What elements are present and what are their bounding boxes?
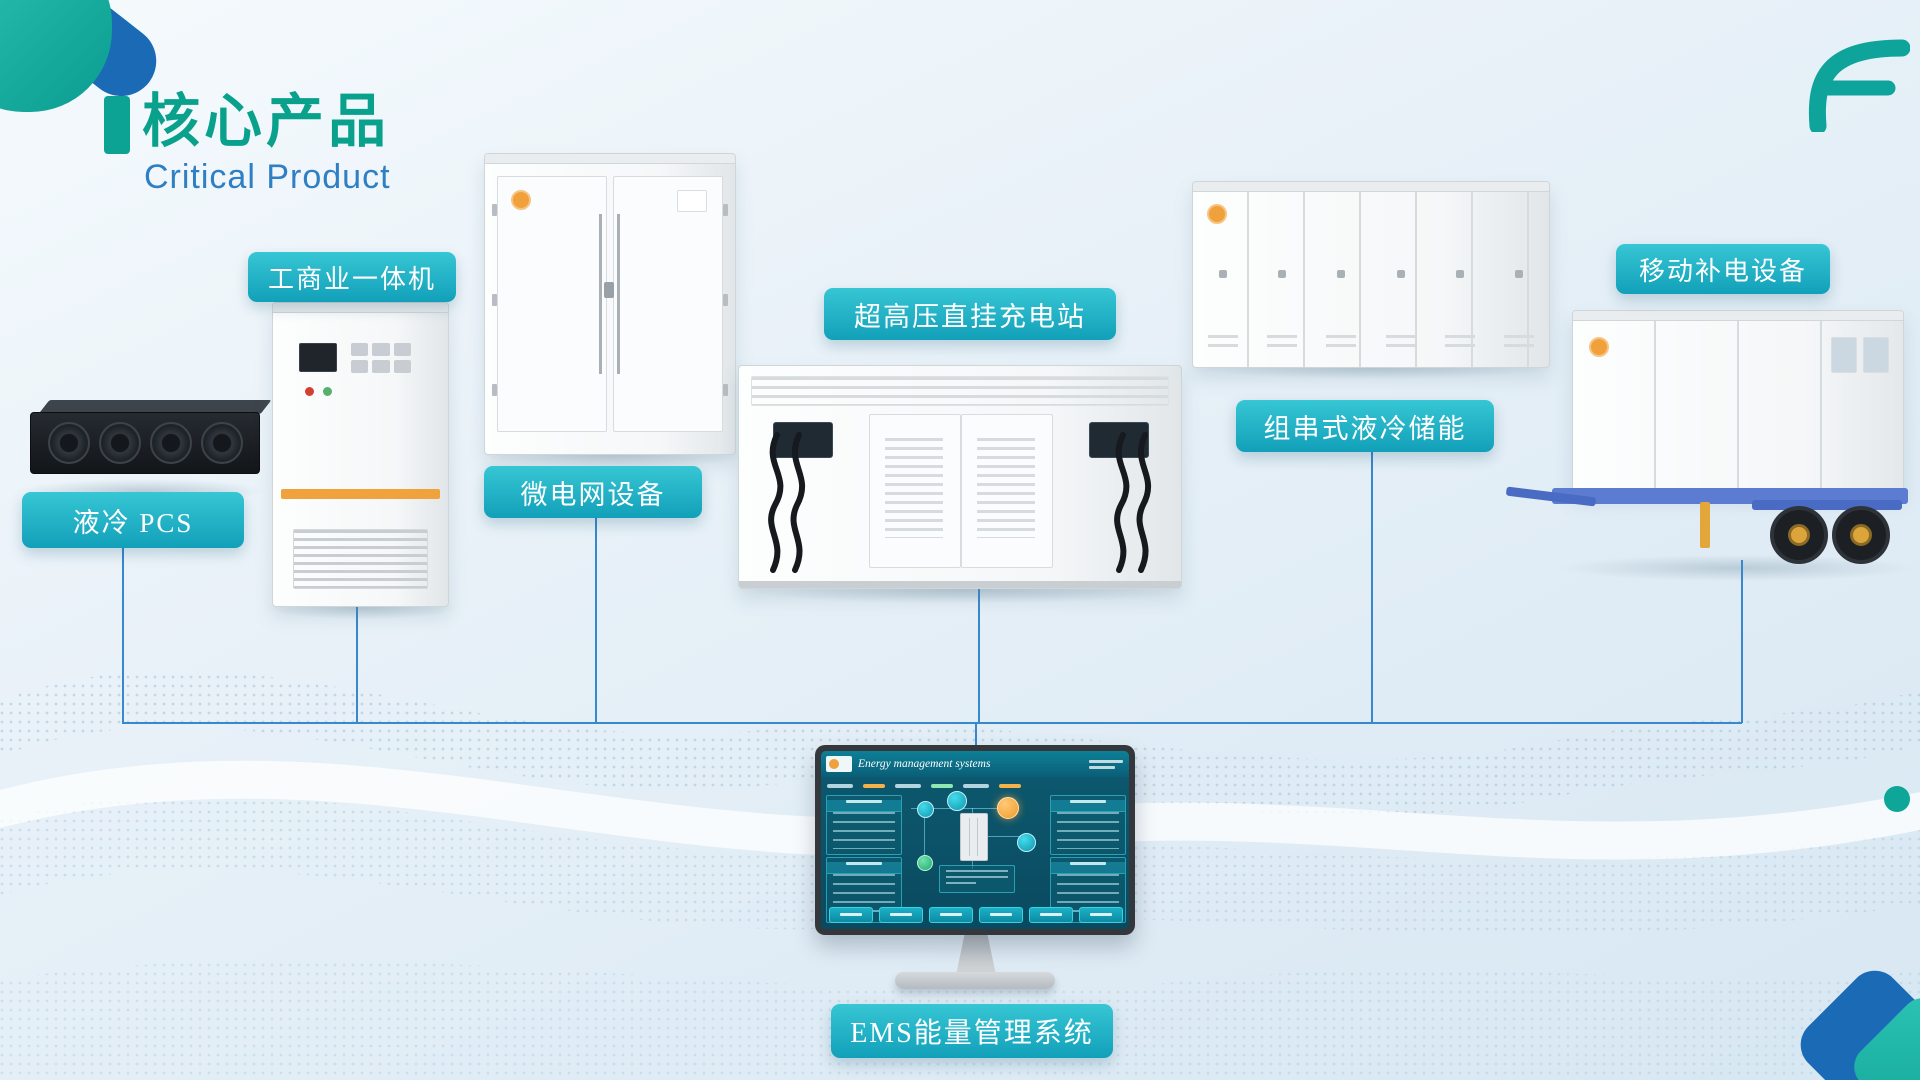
trailer-wheel <box>1832 506 1890 564</box>
hinge-icon <box>492 294 497 306</box>
connector-line <box>1371 452 1373 723</box>
fan-icon <box>47 422 90 464</box>
hinge-icon <box>723 204 728 216</box>
ems-monitor: Energy management systems <box>815 745 1135 935</box>
ems-converter-panel <box>939 865 1015 893</box>
door-louver <box>885 438 943 538</box>
company-logo-icon <box>1808 39 1910 132</box>
ems-logo-icon <box>826 756 852 772</box>
door-louver <box>977 438 1035 538</box>
ems-button <box>829 907 873 923</box>
ems-panel-left-top <box>826 795 902 855</box>
container-window <box>1831 337 1857 373</box>
status-led-red <box>305 387 314 396</box>
connector-bus-line <box>122 722 1742 724</box>
label-sticker <box>677 190 707 212</box>
container-roof-rail <box>485 154 735 164</box>
grid-node-icon <box>947 791 967 811</box>
ems-screen-title: Energy management systems <box>858 758 991 770</box>
roof-vent-band <box>751 376 1169 406</box>
energy-node-icon <box>997 797 1019 819</box>
product-liquid-cooling-pcs <box>30 398 272 490</box>
hinge-icon <box>723 384 728 396</box>
label-microgrid: 微电网设备 <box>484 466 702 518</box>
product-charging-station <box>738 365 1182 589</box>
connector-line <box>356 605 358 723</box>
container-roof-rail <box>1573 311 1903 321</box>
cabinet-display <box>299 343 337 372</box>
fan-icon <box>149 422 192 464</box>
product-mobile-power-container <box>1572 310 1904 492</box>
charging-cable-icon <box>768 432 806 573</box>
station-skid <box>739 581 1181 588</box>
label-charging-station: 超高压直挂充电站 <box>824 288 1116 340</box>
cabinet-top <box>273 303 448 313</box>
container-door-right <box>613 176 723 432</box>
label-all-in-one: 工商业一体机 <box>248 252 456 302</box>
hinge-icon <box>492 384 497 396</box>
ems-button <box>879 907 923 923</box>
dispenser-screen-left <box>773 422 833 458</box>
connector-line <box>122 548 124 723</box>
container-window <box>1863 337 1889 373</box>
container-door-left <box>497 176 607 432</box>
cabinet-orange-stripe <box>281 489 440 499</box>
wheel-hub-icon <box>1788 524 1810 546</box>
wheel-fender <box>1752 500 1902 510</box>
product-all-in-one-cabinet <box>272 302 449 607</box>
door-handles <box>1193 270 1549 278</box>
trailer-support-leg <box>1700 502 1710 548</box>
cabinet-buttons <box>351 343 411 373</box>
brand-dot-icon <box>1207 204 1227 224</box>
ems-screen-header: Energy management systems <box>821 751 1129 777</box>
label-ems: EMS能量管理系统 <box>831 1004 1113 1058</box>
ems-button <box>979 907 1023 923</box>
hinge-icon <box>492 204 497 216</box>
ems-screen: Energy management systems <box>821 751 1129 929</box>
brand-dot-icon <box>1589 337 1609 357</box>
door-lock <box>604 282 614 298</box>
status-node-icon <box>917 855 933 871</box>
ems-storage-cabinet-icon <box>960 813 988 861</box>
door-vents <box>1193 335 1549 349</box>
wheel-hub-icon <box>1850 524 1872 546</box>
status-led-green <box>323 387 332 396</box>
container-roof-rail <box>1193 182 1549 192</box>
pcs-front-face <box>30 412 260 474</box>
label-mobile-power: 移动补电设备 <box>1616 244 1830 294</box>
side-dot-decoration <box>1884 786 1910 812</box>
load-node-icon <box>1017 833 1036 852</box>
door-handle-rod <box>617 214 620 374</box>
cabinet-vent-grille <box>293 529 428 589</box>
monitor-stand-base <box>895 972 1055 989</box>
hinge-icon <box>723 294 728 306</box>
label-liquid-cooling-pcs: 液冷 PCS <box>22 492 244 548</box>
door-handle-rod <box>599 214 602 374</box>
page-title: 核心产品 <box>142 89 391 154</box>
title-accent-bar <box>104 96 130 154</box>
connector-line <box>1741 560 1743 723</box>
pv-node-icon <box>917 801 934 818</box>
connector-line <box>978 587 980 723</box>
ems-datetime <box>1089 759 1123 769</box>
page-subtitle: Critical Product <box>144 158 391 196</box>
connector-line <box>975 723 977 749</box>
trailer-wheel <box>1770 506 1828 564</box>
product-microgrid-container <box>484 153 736 455</box>
charging-cable-icon <box>1114 432 1152 573</box>
fan-icon <box>98 422 141 464</box>
connector-line <box>595 518 597 723</box>
ems-button <box>929 907 973 923</box>
brand-dot-icon <box>511 190 531 210</box>
ems-mode-bar <box>827 781 1123 791</box>
ems-button <box>1029 907 1073 923</box>
label-string-storage: 组串式液冷储能 <box>1236 400 1494 452</box>
ems-button <box>1079 907 1123 923</box>
product-string-storage <box>1192 181 1550 368</box>
ems-panel-right-top <box>1050 795 1126 855</box>
fan-icon <box>200 422 243 464</box>
